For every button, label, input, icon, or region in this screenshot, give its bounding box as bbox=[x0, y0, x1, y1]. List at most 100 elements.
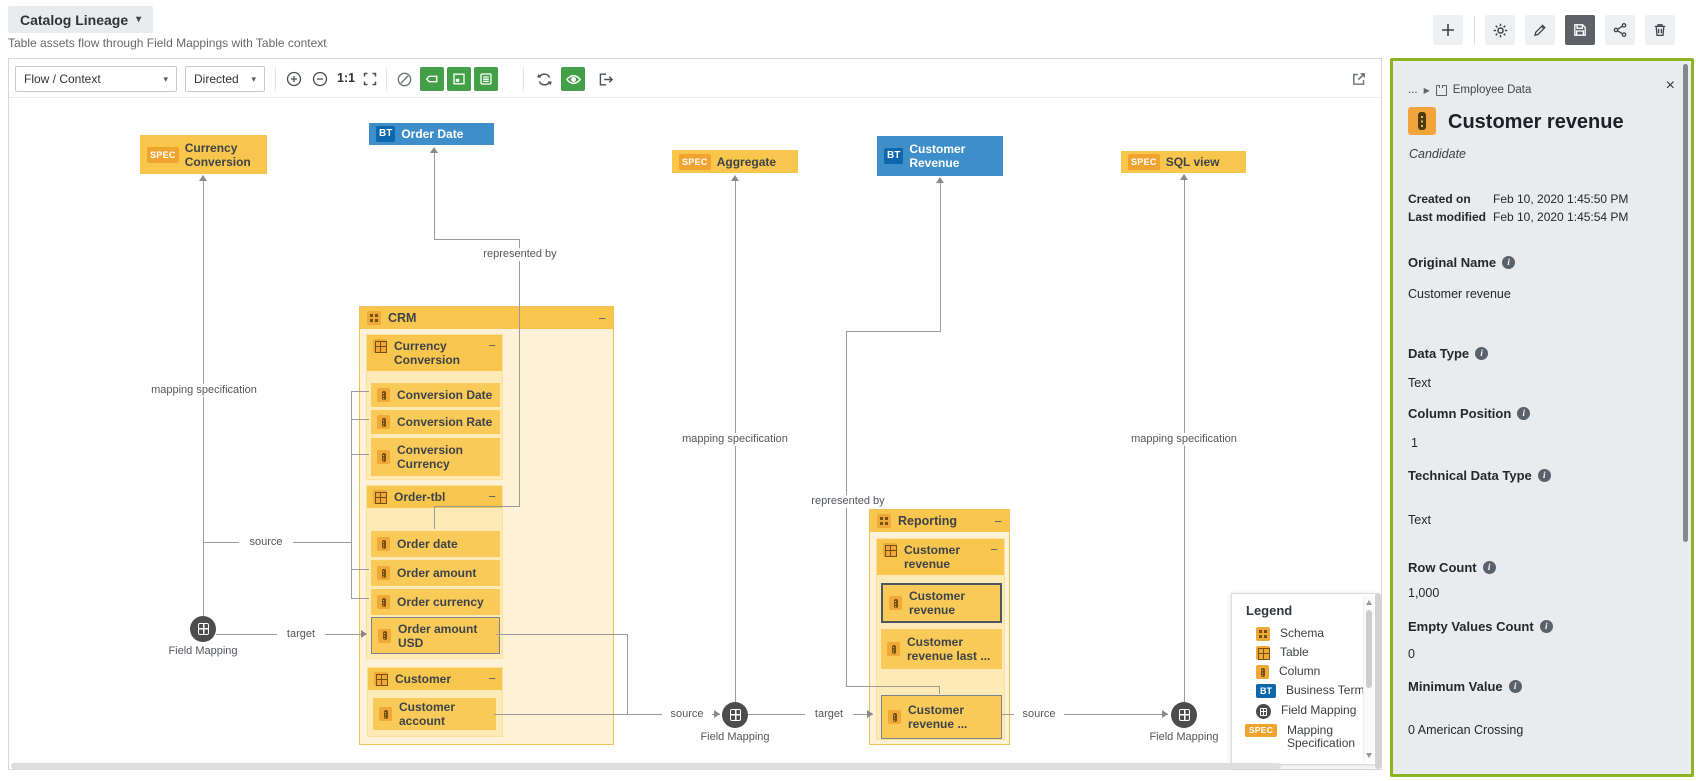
canvas-vertical-scrollbar[interactable] bbox=[1375, 593, 1381, 769]
eye-icon bbox=[565, 74, 581, 84]
scroll-up-icon[interactable] bbox=[1366, 600, 1372, 605]
field-mapping-node[interactable] bbox=[190, 616, 216, 642]
node-bt-customer-revenue[interactable]: BT Customer Revenue bbox=[877, 136, 1003, 176]
edge-label: represented by bbox=[475, 248, 565, 261]
arrowhead bbox=[430, 147, 438, 153]
view-mode-dropdown[interactable]: Flow / Context ▾ bbox=[15, 66, 177, 92]
column-order-amount[interactable]: Order amount bbox=[371, 560, 500, 586]
settings-button[interactable] bbox=[1485, 15, 1515, 45]
preview-button[interactable] bbox=[561, 67, 585, 91]
field-label-text: Row Count bbox=[1408, 560, 1477, 575]
collapse-button[interactable]: − bbox=[598, 310, 606, 326]
node-spec-aggregate[interactable]: SPEC Aggregate bbox=[672, 150, 798, 173]
schema-crm-header[interactable]: CRM − bbox=[360, 307, 613, 329]
collapse-button[interactable]: − bbox=[994, 513, 1002, 529]
save-button[interactable] bbox=[1565, 15, 1595, 45]
view-selector[interactable]: Catalog Lineage ▾ bbox=[8, 6, 154, 33]
node-spec-sql-view[interactable]: SPEC SQL view bbox=[1121, 151, 1246, 173]
collapse-button[interactable]: − bbox=[488, 338, 496, 353]
column-customer-revenue[interactable]: Customer revenue bbox=[881, 583, 1002, 623]
zoom-reset-button[interactable]: 1:1 bbox=[337, 71, 356, 85]
schema-reporting[interactable]: Reporting − Customer revenue − Customer … bbox=[869, 509, 1010, 745]
edit-button[interactable] bbox=[1525, 15, 1555, 45]
schema-icon bbox=[877, 514, 891, 528]
column-order-date[interactable]: Order date bbox=[371, 531, 500, 557]
breadcrumb[interactable]: ... ▶ Employee Data bbox=[1408, 84, 1531, 96]
edge-stub bbox=[351, 598, 369, 599]
edge-stub bbox=[351, 569, 369, 570]
table-customer-revenue[interactable]: Customer revenue − Customer revenue Cust… bbox=[876, 538, 1005, 740]
node-label: Order Date bbox=[401, 127, 464, 141]
node-bt-order-date[interactable]: BT Order Date bbox=[369, 123, 494, 145]
column-customer-account[interactable]: Customer account bbox=[373, 698, 496, 730]
close-panel-button[interactable]: × bbox=[1665, 77, 1675, 94]
disable-tracing-button[interactable] bbox=[392, 67, 416, 91]
export-button[interactable] bbox=[593, 67, 617, 91]
column-conversion-rate[interactable]: Conversion Rate bbox=[371, 410, 500, 434]
scrollbar-thumb[interactable] bbox=[1366, 610, 1372, 688]
legend: Legend Schema Table Column BT Business T… bbox=[1231, 593, 1377, 765]
column-label: Customer revenue ... bbox=[908, 703, 968, 731]
info-icon[interactable]: i bbox=[1508, 680, 1522, 693]
info-icon[interactable]: i bbox=[1475, 347, 1489, 360]
meta-label: Last modified bbox=[1408, 210, 1487, 224]
table-icon bbox=[373, 490, 387, 504]
canvas-horizontal-scrollbar[interactable] bbox=[11, 763, 1281, 769]
direction-dropdown[interactable]: Directed ▾ bbox=[185, 66, 265, 92]
field-mapping-node[interactable] bbox=[722, 702, 748, 728]
info-icon[interactable]: i bbox=[1517, 407, 1531, 420]
share-button[interactable] bbox=[1605, 15, 1635, 45]
table-order-tbl[interactable]: Order-tbl − Order date Order amount Orde… bbox=[366, 485, 503, 659]
legend-scrollbar[interactable] bbox=[1363, 596, 1374, 762]
panel-scrollbar[interactable] bbox=[1683, 64, 1688, 542]
column-label: Order currency bbox=[397, 595, 484, 609]
column-label: Order date bbox=[397, 537, 458, 551]
meta-value: Feb 10, 2020 1:45:54 PM bbox=[1493, 210, 1629, 224]
table-header[interactable]: Order-tbl − bbox=[367, 486, 502, 508]
column-order-currency[interactable]: Order currency bbox=[371, 589, 500, 615]
field-mapping-node[interactable] bbox=[1171, 702, 1197, 728]
column-conversion-date[interactable]: Conversion Date bbox=[371, 383, 500, 407]
column-order-amount-usd[interactable]: Order amount USD bbox=[371, 617, 500, 654]
schema-crm[interactable]: CRM − Currency Conversion − Conversion D… bbox=[359, 306, 614, 745]
collapse-button[interactable]: − bbox=[488, 489, 496, 504]
show-cards-button[interactable] bbox=[447, 67, 471, 91]
table-customer[interactable]: Customer − Customer account bbox=[367, 667, 503, 737]
table-header[interactable]: Customer − bbox=[368, 668, 502, 690]
info-icon[interactable]: i bbox=[1502, 256, 1516, 269]
table-header[interactable]: Customer revenue − bbox=[877, 539, 1004, 575]
show-labels-button[interactable] bbox=[420, 67, 444, 91]
edge-represented-by bbox=[434, 506, 520, 507]
table-header[interactable]: Currency Conversion − bbox=[367, 335, 502, 371]
info-icon[interactable]: i bbox=[1537, 469, 1551, 482]
zoom-out-button[interactable] bbox=[308, 67, 332, 91]
zoom-in-button[interactable] bbox=[282, 67, 306, 91]
schema-reporting-header[interactable]: Reporting − bbox=[870, 510, 1009, 532]
field-label-technical-data-type: Technical Data Type i bbox=[1408, 468, 1551, 483]
trash-icon bbox=[1654, 24, 1666, 37]
add-button[interactable] bbox=[1433, 15, 1463, 45]
breadcrumb-ellipsis[interactable]: ... bbox=[1408, 84, 1418, 96]
edge-label: source bbox=[662, 708, 712, 721]
lineage-canvas[interactable]: Flow / Context ▾ Directed ▾ 1:1 bbox=[8, 58, 1382, 770]
node-spec-currency-conversion[interactable]: SPEC Currency Conversion bbox=[140, 135, 267, 174]
column-label: Order amount USD bbox=[398, 621, 478, 650]
fit-screen-button[interactable] bbox=[358, 67, 382, 91]
toolbar-divider bbox=[386, 67, 387, 91]
table-currency-conversion[interactable]: Currency Conversion − Conversion Date Co… bbox=[366, 334, 503, 480]
refresh-button[interactable] bbox=[532, 67, 556, 91]
collapse-button[interactable]: − bbox=[990, 542, 998, 557]
breadcrumb-parent[interactable]: Employee Data bbox=[1452, 84, 1532, 96]
open-in-new-button[interactable] bbox=[1347, 67, 1371, 91]
show-list-button[interactable] bbox=[474, 67, 498, 91]
collapse-button[interactable]: − bbox=[488, 671, 496, 686]
edge-mapping-spec-left bbox=[203, 181, 204, 616]
delete-button[interactable] bbox=[1645, 15, 1675, 45]
edge-represented-by bbox=[846, 686, 940, 687]
column-customer-revenue-etc[interactable]: Customer revenue ... bbox=[881, 695, 1002, 739]
scroll-down-icon[interactable] bbox=[1366, 753, 1372, 758]
column-conversion-currency[interactable]: Conversion Currency bbox=[371, 438, 500, 476]
info-icon[interactable]: i bbox=[1539, 620, 1553, 633]
info-icon[interactable]: i bbox=[1482, 561, 1496, 574]
column-customer-revenue-last[interactable]: Customer revenue last ... bbox=[881, 629, 1002, 669]
